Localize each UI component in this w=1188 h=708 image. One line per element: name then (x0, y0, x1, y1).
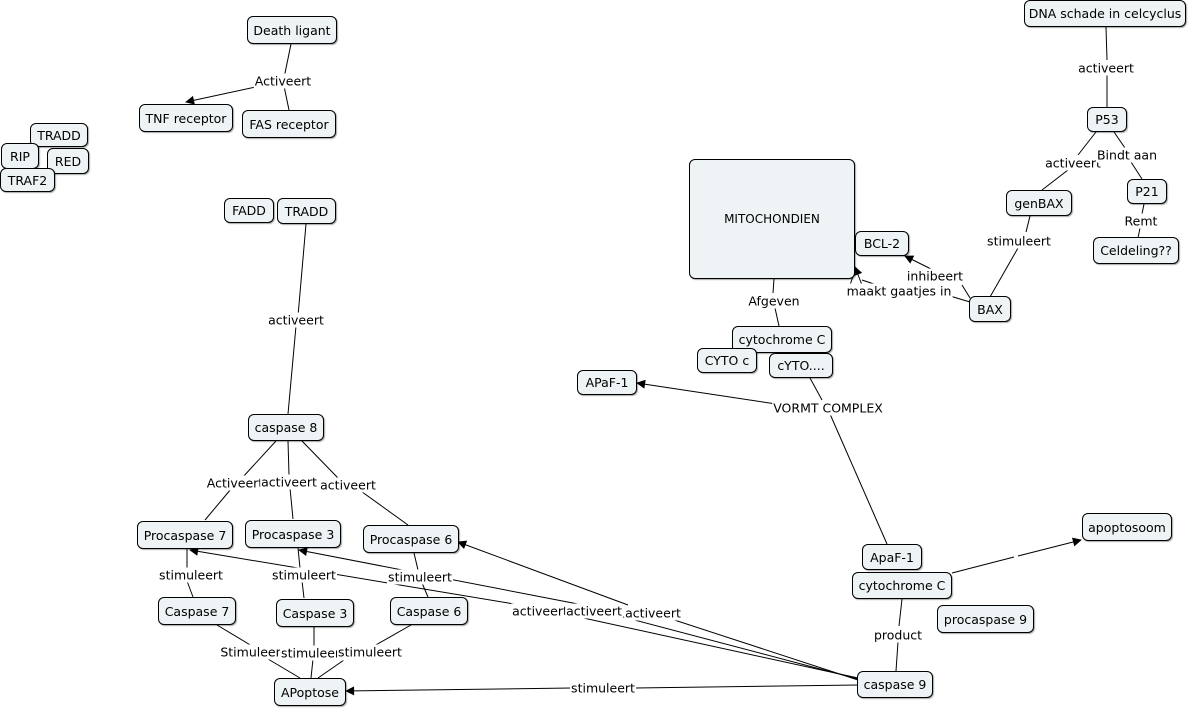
link-label-activeert-tradd: activeert (267, 312, 325, 328)
node-caspase-7[interactable]: Caspase 7 (158, 597, 236, 625)
node-caspase-9[interactable]: caspase 9 (857, 671, 933, 698)
link-label-activeert-c8-p6: activeert (319, 477, 377, 493)
node-p21[interactable]: P21 (1127, 179, 1167, 204)
node-celdeling[interactable]: Celdeling?? (1093, 237, 1179, 264)
node-genbax[interactable]: genBAX (1006, 190, 1072, 216)
link-label-activeert-c9-p6: activeert (624, 605, 682, 621)
link-label-stim-c6: stimuleert (337, 644, 403, 660)
node-tradd[interactable]: TRADD (277, 198, 336, 224)
link-label-afgeven: Afgeven (747, 293, 801, 309)
node-tnf-receptor[interactable]: TNF receptor (139, 104, 233, 132)
link-label-activeert-c9-p3: activeert (565, 603, 623, 619)
node-rip[interactable]: RIP (1, 143, 39, 169)
link-label-stim-c3: stimuleert (280, 645, 346, 661)
node-death-ligant[interactable]: Death ligant (247, 16, 337, 44)
node-fas-receptor[interactable]: FAS receptor (242, 110, 336, 138)
link-label-inhibeert: inhibeert (905, 268, 965, 284)
node-procaspase-6[interactable]: Procaspase 6 (363, 525, 459, 553)
node-p53[interactable]: P53 (1087, 107, 1127, 132)
link-label-activeert-c9-p7: activeert (511, 603, 569, 619)
link-label-stimuleert-genbax: stimuleert (986, 233, 1052, 249)
node-dna-schade[interactable]: DNA schade in celcyclus (1024, 0, 1186, 27)
link-label-stim-p3: stimuleert (271, 567, 337, 583)
node-cytochrome-c[interactable]: cytochrome C (852, 572, 952, 599)
node-tradd-top[interactable]: TRADD (30, 123, 88, 147)
link-label-vormt-complex: VORMT COMPLEX (772, 400, 884, 416)
link-label-product: product (872, 627, 924, 643)
node-red[interactable]: RED (47, 148, 89, 174)
link-label-activeert-dna: activeert (1077, 60, 1135, 76)
node-bcl-2[interactable]: BCL-2 (855, 231, 909, 256)
node-cyto-c[interactable]: CYTO c (697, 348, 757, 373)
node-caspase-6[interactable]: Caspase 6 (390, 597, 468, 625)
link-label-activeert-c8-p7: Activeert (205, 475, 265, 491)
link-label-stim-p7: stimuleert (158, 567, 224, 583)
link-label-activeert-death: Activeert (253, 73, 313, 89)
node-mitochondien[interactable]: MITOCHONDIEN (689, 159, 855, 279)
node-caspase-3[interactable]: Caspase 3 (276, 599, 354, 627)
node-fadd[interactable]: FADD (224, 198, 274, 223)
node-apaf-1-left[interactable]: APaF-1 (577, 370, 637, 395)
link-label-activeert-c8-p3: activeert (260, 474, 318, 490)
link-label-activeert-p53: activeert (1044, 155, 1102, 171)
node-procaspase-7[interactable]: Procaspase 7 (137, 521, 233, 549)
node-traf2[interactable]: TRAF2 (0, 168, 55, 192)
link-label-remt: Remt (1123, 213, 1159, 229)
link-label-stim-c9-apoptose: stimuleert (570, 680, 636, 696)
node-bax[interactable]: BAX (969, 296, 1011, 322)
node-cyto-dots[interactable]: cYTO.... (769, 353, 833, 378)
node-apaf-1[interactable]: ApaF-1 (862, 544, 922, 570)
link-label-stim-c7: Stimuleert (219, 644, 287, 660)
node-apoptose[interactable]: APoptose (274, 678, 346, 706)
node-caspase-8[interactable]: caspase 8 (248, 414, 324, 441)
node-procaspase-9[interactable]: procaspase 9 (937, 605, 1034, 633)
link-label-maakt-gaatjes: maakt gaatjes in (845, 283, 953, 299)
node-procaspase-3[interactable]: Procaspase 3 (245, 520, 341, 548)
link-label-bindt-aan: Bindt aan (1095, 147, 1159, 163)
link-label-stim-p6: stimuleert (387, 569, 453, 585)
node-apoptosoom[interactable]: apoptosoom (1082, 513, 1172, 541)
